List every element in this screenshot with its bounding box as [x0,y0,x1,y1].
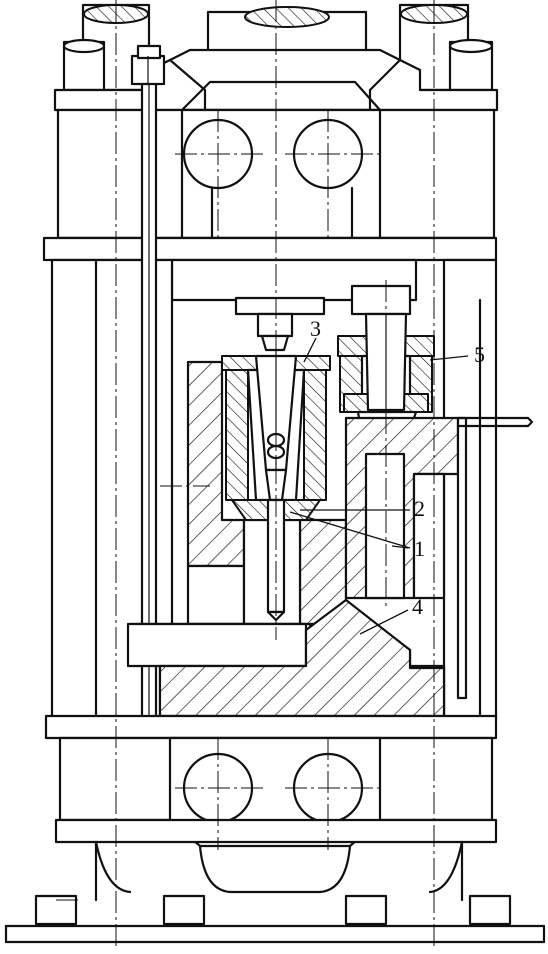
callout-2: 2 [414,496,425,521]
callout-4: 4 [412,594,423,619]
upper-platen [42,236,498,262]
callout-3: 3 [310,316,321,341]
lower-crosshead [54,736,498,902]
callout-labels: 3 5 2 1 4 [310,316,485,619]
callout-1: 1 [414,536,425,561]
press-feet [4,894,546,944]
callout-5: 5 [474,342,485,367]
lower-die-base [126,598,446,718]
lower-platen [44,714,498,740]
press-slide-body [170,258,418,316]
right-die-block [344,416,534,700]
center-lines [56,0,435,950]
callout-leaders [289,337,469,635]
